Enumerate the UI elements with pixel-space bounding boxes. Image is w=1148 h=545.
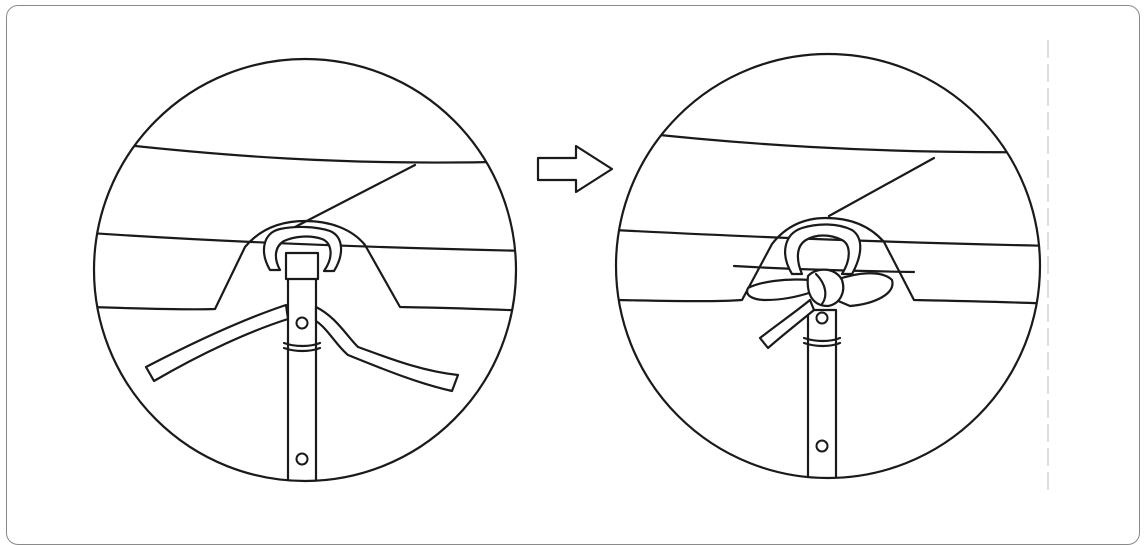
strap-tied-bow-icon: [614, 52, 1042, 480]
strap-loop-loose-ends-icon: [92, 57, 518, 483]
panel-before: [90, 55, 530, 495]
panel-after: [614, 48, 1054, 494]
right-arrow-icon: [536, 144, 614, 194]
separator-line: [1047, 40, 1049, 490]
arrow: [534, 142, 618, 196]
